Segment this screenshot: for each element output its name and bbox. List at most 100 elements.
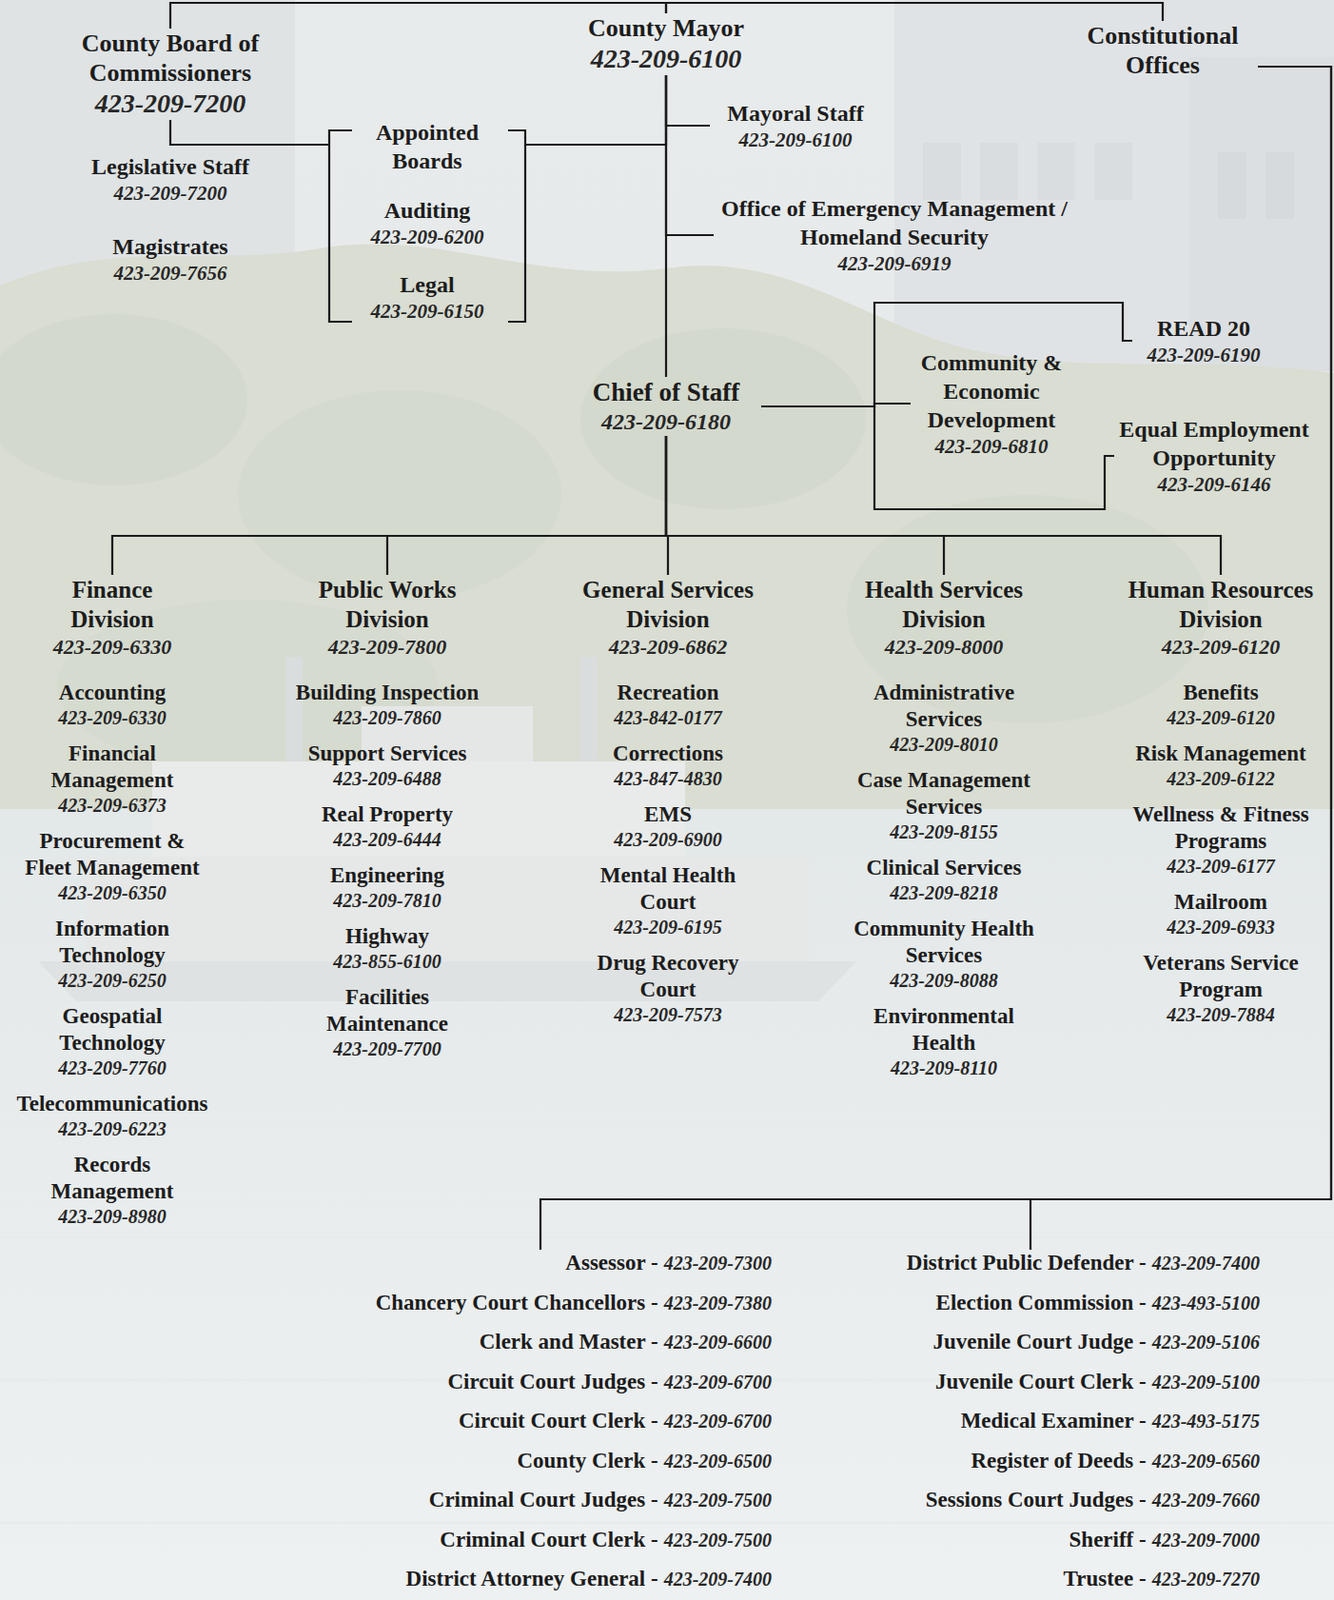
unit-name: Engineering — [290, 862, 486, 889]
department-unit: Geospatial Technology423-209-7760 — [17, 1002, 208, 1079]
unit-name: Building Inspection — [290, 679, 486, 707]
phone-number: 423-209-8980 — [17, 1204, 208, 1228]
phone-number: 423-209-7200 — [65, 87, 275, 120]
unit-name: Support Services — [290, 740, 486, 767]
unit-name: Mental Health Court — [585, 862, 752, 916]
phone-number: 423-209-7656 — [65, 260, 275, 286]
unit-name: Circuit Court Judges - — [447, 1368, 658, 1395]
org-connector — [665, 75, 667, 377]
phone-number: 423-209-6330 — [17, 706, 208, 729]
phone-number: 423-209-6150 — [338, 298, 516, 324]
phone-number: 423-493-5100 — [1152, 1289, 1260, 1316]
unit-name: County Clerk - — [516, 1447, 658, 1474]
top-office: Constitutional Offices — [1067, 20, 1258, 80]
phone-number: 423-209-6223 — [2, 1117, 222, 1140]
constitutional-office: Register of Deeds -423-209-6560 — [856, 1447, 1260, 1474]
division-unit: Human Resources Division423-209-6120Bene… — [1120, 574, 1321, 1026]
left-building — [0, 0, 295, 286]
unit-name: Case Management Services — [847, 766, 1040, 821]
division-unit: Health Services Division423-209-8000Admi… — [842, 574, 1047, 1079]
org-connector — [112, 435, 667, 575]
unit-name: Veterans Service Program — [1125, 949, 1316, 1003]
department-unit: Procurement & Fleet Management423-209-63… — [21, 827, 203, 904]
river — [0, 808, 1334, 1600]
org-connector — [170, 119, 330, 145]
unit-name: Legislative Staff — [65, 152, 275, 181]
unit-name: Records Management — [17, 1151, 208, 1205]
phone-number: 423-209-6190 — [1132, 342, 1276, 368]
unit-name: Real Property — [290, 801, 486, 828]
office-unit: READ 20423-209-6190 — [1132, 313, 1276, 368]
unit-name: Criminal Court Judges - — [429, 1486, 659, 1513]
department-unit: Highway423-855-6100 — [290, 922, 486, 973]
unit-name: General Services Division — [570, 574, 766, 634]
constitutional-office: Juvenile Court Clerk -423-209-5100 — [856, 1368, 1260, 1395]
constitutional-office: Circuit Court Clerk -423-209-6700 — [361, 1407, 772, 1434]
constitutional-office: District Public Defender -423-209-7400 — [856, 1249, 1260, 1276]
phone-number: 423-209-7800 — [282, 633, 492, 661]
phone-number: 423-209-7380 — [664, 1289, 772, 1316]
phone-number: 423-842-0177 — [585, 706, 752, 729]
unit-name: Clerk and Master - — [479, 1328, 659, 1355]
phone-number: 423-209-6488 — [290, 766, 486, 790]
department-unit: Clinical Services423-209-8218 — [847, 854, 1040, 904]
top-office: County Board of Commissioners423-209-720… — [65, 28, 275, 120]
phone-number: 423-209-6146 — [1114, 471, 1315, 497]
unit-name: Chief of Staff — [570, 376, 762, 409]
unit-name: Drug Recovery Court — [585, 949, 752, 1003]
unit-name: Clinical Services — [847, 854, 1040, 882]
department-unit: Benefits423-209-6120 — [1125, 679, 1316, 729]
phone-number: 423-209-6500 — [664, 1447, 772, 1474]
department-unit: Engineering423-209-7810 — [290, 862, 486, 912]
phone-number: 423-209-7860 — [290, 706, 486, 729]
department-unit: Drug Recovery Court423-209-7573 — [585, 949, 752, 1026]
division-unit: Public Works Division423-209-7800Buildin… — [282, 574, 492, 1060]
phone-number: 423-209-7500 — [664, 1486, 772, 1513]
phone-number: 423-209-6200 — [338, 224, 516, 250]
hotel-window — [980, 142, 1019, 200]
department-unit: Accounting423-209-6330 — [17, 679, 208, 729]
phone-number: 423-209-6177 — [1125, 854, 1316, 878]
constitutional-office: Juvenile Court Judge -423-209-5106 — [856, 1328, 1260, 1355]
unit-name: Administrative Services — [847, 679, 1040, 733]
unit-name: Legal — [338, 270, 516, 299]
unit-name: Juvenile Court Clerk - — [935, 1368, 1147, 1395]
phone-number: 423-209-7810 — [290, 888, 486, 912]
org-connector — [666, 75, 714, 236]
phone-number: 423-493-5175 — [1152, 1407, 1260, 1434]
phone-number: 423-209-6330 — [0, 633, 224, 661]
department-unit: Telecommunications423-209-6223 — [2, 1090, 222, 1140]
department-unit: Community Health Services423-209-8088 — [847, 915, 1040, 992]
phone-number: 423-209-8155 — [847, 820, 1040, 844]
org-connector — [666, 75, 710, 126]
phone-number: 423-209-7200 — [65, 180, 275, 206]
unit-name: Accounting — [17, 679, 208, 707]
phone-number: 423-209-7700 — [290, 1037, 486, 1060]
org-connector — [666, 435, 944, 575]
chief-of-staff-unit: Chief of Staff423-209-6180 — [570, 376, 762, 436]
department-unit: Building Inspection423-209-7860 — [290, 679, 486, 729]
constitutional-office: Clerk and Master -423-209-6600 — [361, 1328, 772, 1355]
tree-clump — [0, 313, 248, 486]
org-connector — [387, 435, 667, 575]
phone-number: 423-209-7573 — [585, 1002, 752, 1026]
unit-name: READ 20 — [1132, 313, 1276, 343]
unit-name: Constitutional Offices — [1067, 20, 1258, 80]
phone-number: 423-209-7884 — [1125, 1002, 1316, 1026]
office-unit: Legislative Staff423-209-7200 — [65, 152, 275, 206]
top-office: County Mayor423-209-6100 — [561, 13, 771, 76]
phone-number: 423-209-7400 — [664, 1565, 772, 1592]
unit-name: Telecommunications — [2, 1090, 222, 1118]
bracket — [508, 130, 526, 322]
constitutional-office: Chancery Court Chancellors -423-209-7380 — [361, 1289, 772, 1316]
department-unit: Mental Health Court423-209-6195 — [585, 862, 752, 939]
phone-number: 423-209-6600 — [664, 1328, 772, 1355]
phone-number: 423-209-7660 — [1152, 1486, 1260, 1513]
phone-number: 423-855-6100 — [290, 949, 486, 973]
department-unit: Risk Management423-209-6122 — [1125, 740, 1316, 790]
phone-number: 423-209-6120 — [1120, 633, 1321, 661]
phone-number: 423-209-7500 — [664, 1526, 772, 1553]
unit-name: Facilities Maintenance — [290, 983, 486, 1038]
constitutional-office: District Attorney General -423-209-7400 — [361, 1565, 772, 1592]
department-unit: Wellness & Fitness Programs423-209-6177 — [1125, 801, 1316, 878]
